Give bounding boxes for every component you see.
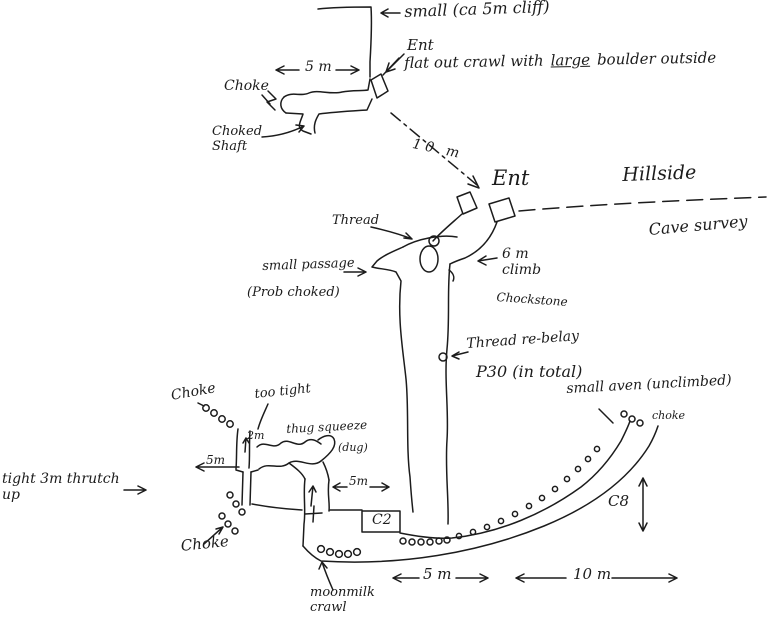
entrance-polygons	[456, 191, 516, 223]
label-choke-aven: choke	[652, 409, 686, 422]
label-hillside: Hillside	[621, 161, 697, 186]
thread-rebelay-mark	[438, 351, 469, 362]
label-p30: P30 (in total)	[476, 362, 583, 381]
choke-circles-upper-left	[197, 402, 234, 428]
dimension-arrow-5m-left	[195, 462, 240, 472]
bottom-shaft	[302, 478, 330, 547]
thrutch-passage	[235, 469, 303, 511]
c2-box	[329, 509, 401, 533]
label-dug: (dug)	[338, 441, 368, 454]
label-moonmilk: moonmilk crawl	[310, 585, 375, 615]
thread-arrow-icon	[370, 226, 413, 240]
label-dim-5m-top: 5 m	[305, 59, 332, 75]
too-tight-line	[257, 403, 269, 430]
entrance-connector-lines	[402, 213, 498, 265]
top-passage-outline	[280, 78, 373, 135]
climb-circle-chain	[455, 445, 601, 540]
cliff-line	[317, 6, 373, 78]
hillside-dashed-line	[518, 196, 767, 212]
label-flat-crawl-large: large	[550, 50, 591, 70]
choke-circles-lower-left	[203, 491, 246, 545]
label-flat-crawl-pre: flat out crawl with	[403, 51, 544, 72]
ent-top-arrow-icon	[382, 53, 405, 76]
entrance-marker-top	[370, 73, 389, 99]
six-m-climb-arrow-icon	[477, 255, 498, 266]
tight-thrutch-arrow-icon	[123, 485, 147, 495]
floor-circle-chain-left	[316, 544, 362, 559]
label-tight-thrutch: tight 3m thrutch up	[2, 471, 120, 503]
c8-arrow	[638, 477, 648, 532]
main-passage-walls	[371, 246, 451, 525]
label-two-m: 2m	[247, 429, 265, 442]
thread-loop	[419, 235, 440, 273]
label-flat-crawl-post: boulder outside	[596, 48, 717, 69]
small-passage-arrow-icon	[343, 267, 367, 277]
label-dim-5m-left: 5m	[206, 453, 226, 467]
label-c8: C8	[608, 492, 630, 510]
dimension-arrow-5m-bottom	[392, 573, 489, 583]
label-six-m-climb: 6 m climb	[502, 246, 542, 278]
choked-shaft-arrow-icon	[261, 124, 305, 138]
label-prob-choked: (Prob choked)	[247, 285, 340, 300]
moonmilk-arrow-icon	[318, 561, 334, 591]
label-choked-shaft: Choked Shaft	[212, 124, 263, 154]
dimension-arrow-5m-mid	[332, 482, 390, 492]
small-aven-marks	[598, 408, 644, 427]
floor-circle-chain-mid	[399, 536, 451, 546]
dashdot-line-10m	[390, 112, 480, 189]
bottom-passage-walls	[302, 420, 659, 563]
label-dim-5m-mid: 5m	[349, 474, 369, 488]
label-thread: Thread	[332, 213, 380, 228]
choke-scribble-top	[261, 90, 277, 111]
label-ent-main: Ent	[492, 166, 530, 190]
label-c2: C2	[372, 512, 392, 528]
label-dim-10m-bottom: 10 m	[573, 565, 612, 583]
dimension-arrow-5m-top	[275, 65, 360, 75]
label-choke-top: Choke	[224, 78, 269, 94]
dimension-arrow-10m-bottom	[515, 573, 678, 583]
label-dim-5m-bottom: 5 m	[423, 565, 452, 583]
squeeze-passage	[235, 428, 336, 481]
small-cliff-arrow-icon	[380, 8, 401, 18]
label-ent-top: Ent	[407, 36, 434, 54]
